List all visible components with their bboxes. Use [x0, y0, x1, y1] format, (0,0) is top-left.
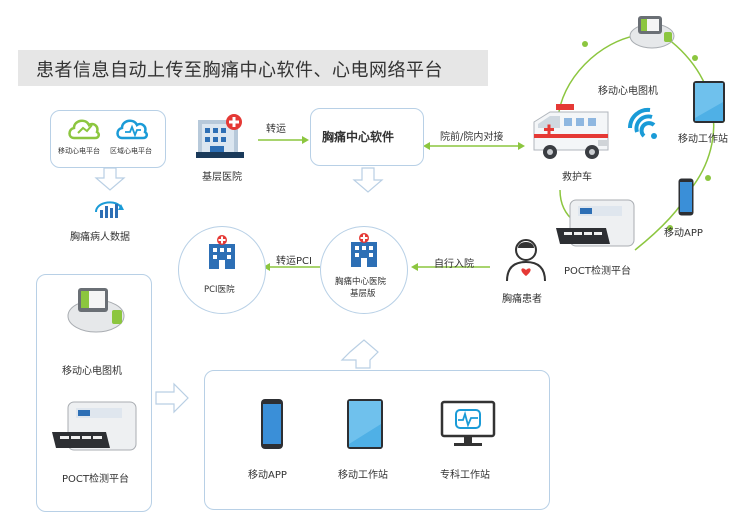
phone-icon [678, 178, 694, 216]
chest-pain-patient-label: 胸痛患者 [502, 294, 542, 305]
primary-edition-label-line1: 胸痛中心医院 [335, 277, 387, 287]
poct-top-label: POCT检测平台 [564, 266, 631, 277]
chest-pain-software-label: 胸痛中心软件 [322, 130, 395, 144]
bottom-specialist-label: 专科工作站 [440, 470, 490, 481]
title-bar [18, 50, 488, 86]
down-arrow-platforms [94, 167, 126, 191]
mobile-ecg-device-left-icon [67, 288, 125, 333]
left-ecg-label: 移动心电图机 [62, 366, 122, 377]
poct-device-top-icon [556, 199, 635, 247]
bottom-workstation-label: 移动工作站 [338, 470, 388, 481]
mobile-ecg-platform-label: 移动心电平台 [58, 147, 100, 155]
primary-edition-label-line2: 基层版 [350, 289, 376, 299]
left-poct-label: POCT检测平台 [62, 474, 129, 485]
tablet-bottom-icon [347, 399, 383, 449]
poct-device-left-icon [52, 401, 137, 451]
monitor-ecg-icon [440, 400, 496, 446]
page-title: 患者信息自动上传至胸痛中心软件、心电网络平台 [36, 60, 443, 81]
primary-hospital-label: 基层医院 [202, 172, 242, 183]
bottom-app-label: 移动APP [248, 470, 287, 481]
self-admit-label: 自行入院 [434, 259, 474, 270]
hospital-icon-primary-edition [351, 233, 377, 267]
wifi-icon [627, 107, 657, 139]
up-arrow-bottom [340, 339, 379, 369]
prehospital-label: 院前/院内对接 [440, 132, 504, 143]
ecg-platforms-box [50, 110, 166, 168]
patient-icon [506, 239, 546, 282]
network-arc [634, 29, 715, 251]
ambulance-icon [533, 104, 609, 159]
tablet-icon [693, 81, 725, 123]
transfer-pci-label: 转运PCI [276, 256, 312, 267]
mobile-workstation-top-label: 移动工作站 [678, 134, 728, 145]
patient-data-icon [95, 201, 124, 218]
mobile-ecg-cloud-icon [68, 119, 100, 140]
down-arrow-software [352, 167, 384, 193]
mobile-ecg-device-icon [629, 16, 675, 49]
chest-pain-software-box [310, 108, 424, 166]
regional-ecg-platform-label: 区域心电平台 [110, 147, 152, 155]
patient-data-label: 胸痛病人数据 [70, 232, 130, 243]
pci-hospital-label: PCI医院 [204, 285, 235, 295]
right-arrow-left-panel [155, 382, 189, 414]
ambulance-label: 救护车 [562, 172, 592, 183]
regional-ecg-cloud-icon [116, 119, 148, 140]
mobile-app-top-label: 移动APP [664, 228, 703, 239]
hospital-building-icon [196, 114, 244, 158]
mobile-ecg-top-label: 移动心电图机 [598, 86, 658, 97]
hospital-icon-pci [209, 235, 235, 269]
transfer-label: 转运 [266, 124, 286, 135]
phone-bottom-icon [261, 399, 283, 449]
